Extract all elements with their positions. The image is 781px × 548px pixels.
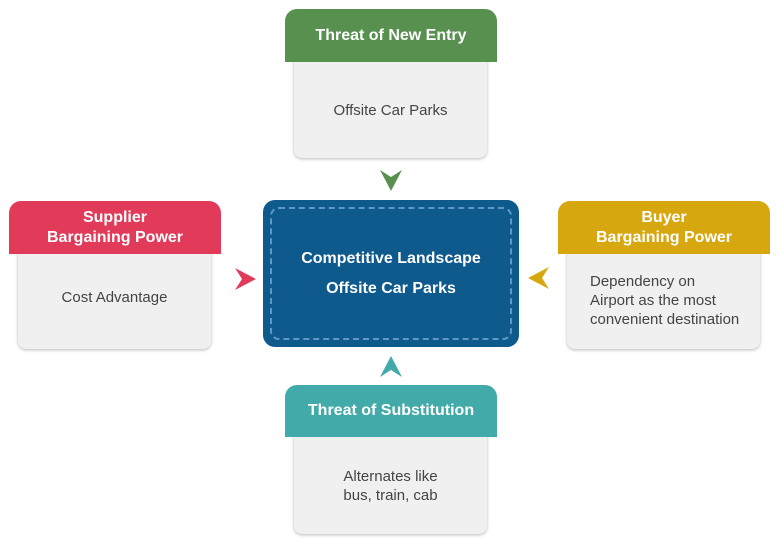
arrow-left-icon [528,267,549,289]
supplier-title-line2: Bargaining Power [46,228,184,246]
center-dashed-frame: Competitive Landscape Offsite Car Parks [270,207,512,340]
substitution-body-line: Alternates like [343,467,438,485]
substitution-header: Threat of Substitution [285,385,497,437]
new-entry-title: Threat of New Entry [315,26,467,44]
buyer-body-line: Dependency on [590,273,696,290]
new-entry-body: Offsite Car Parks [333,101,448,119]
supplier-card: Cost Advantage [18,242,211,349]
buyer-card: Dependency on Airport as the most conven… [567,242,760,349]
arrow-up-icon [380,356,402,377]
buyer-title-line2: Bargaining Power [595,228,733,246]
center-title-line2: Offsite Car Parks [326,279,456,297]
buyer-body: Dependency on Airport as the most conven… [590,272,739,329]
arrow-right-icon [235,268,256,290]
new-entry-card: Offsite Car Parks [294,50,487,158]
center-box: Competitive Landscape Offsite Car Parks [263,200,519,347]
arrow-down-icon [380,170,402,191]
buyer-body-line: Airport as the most [590,292,716,309]
center-title-line1: Competitive Landscape [301,249,481,267]
substitution-card: Alternates like bus, train, cab [294,425,487,534]
buyer-header: Buyer Bargaining Power [558,201,770,254]
substitution-body-line: bus, train, cab [343,486,438,504]
buyer-body-line: convenient destination [590,311,740,328]
supplier-title-line1: Supplier [82,208,147,226]
substitution-title: Threat of Substitution [307,402,475,419]
new-entry-header: Threat of New Entry [285,9,497,62]
substitution-body: Alternates like bus, train, cab [343,467,437,505]
supplier-body: Cost Advantage [61,289,168,306]
buyer-title-line1: Buyer [641,208,687,226]
supplier-header: Supplier Bargaining Power [9,201,221,254]
